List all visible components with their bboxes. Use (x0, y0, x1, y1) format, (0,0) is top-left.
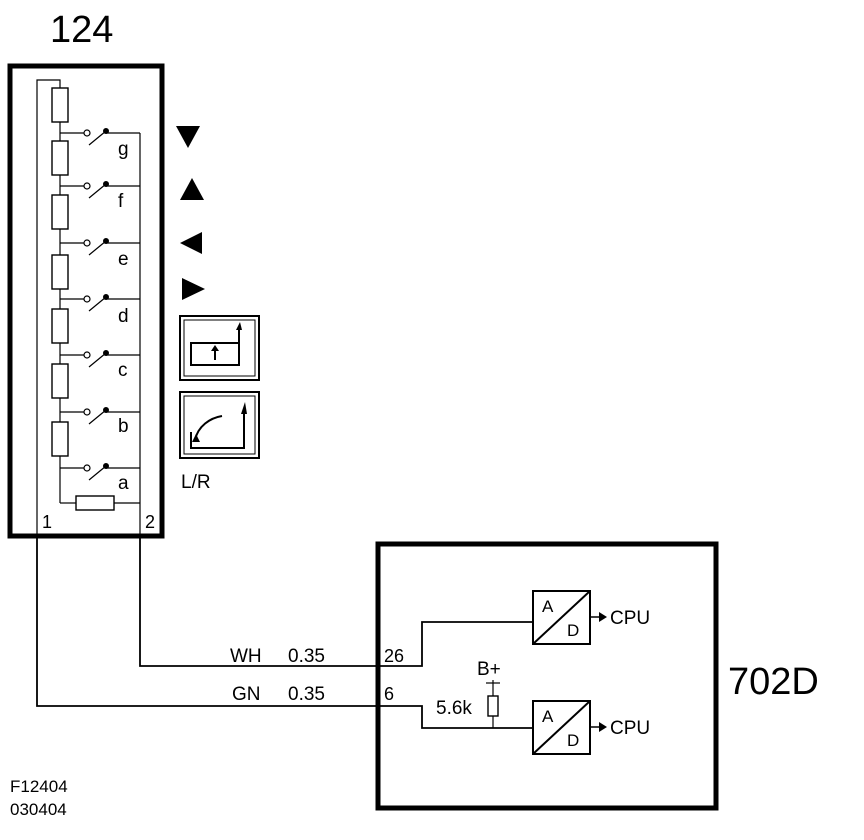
module-pin-26: 26 (384, 646, 404, 666)
ad-converter-bottom (532, 700, 607, 755)
wire-gn (36, 534, 533, 729)
arrow-up-icon (180, 178, 204, 200)
wire-gn-size: 0.35 (288, 684, 325, 705)
left-rail (36, 79, 61, 534)
switch-g (60, 128, 140, 146)
switch-label-g: g (118, 139, 129, 160)
ad-bottom-d: D (567, 731, 579, 750)
module-pin-6: 6 (384, 684, 394, 704)
recall-button-icon (179, 315, 260, 381)
arrow-down-icon (176, 126, 200, 148)
switch-pin-2: 2 (145, 512, 155, 532)
arrow-left-icon (180, 232, 202, 254)
switch-label-a: a (118, 473, 129, 494)
switch-component-box (7, 63, 165, 539)
wire-gn-color: GN (232, 684, 261, 705)
module-component-id: 702D (728, 661, 819, 703)
fold-button-icon (179, 391, 260, 459)
switch-pin-1: 1 (42, 512, 52, 532)
switch-b (60, 407, 140, 425)
figure-id: F12404 (10, 777, 68, 796)
switch-component-id: 124 (50, 9, 113, 51)
switch-c (60, 350, 140, 368)
wire-wh (139, 534, 533, 667)
resistor-value: 5.6k (436, 698, 472, 719)
ad-converter-top (532, 590, 607, 645)
arrow-right-icon (182, 278, 205, 300)
switch-f (60, 181, 140, 199)
ad-top-a: A (542, 597, 554, 616)
switch-label-c: c (118, 360, 128, 381)
wire-wh-size: 0.35 (288, 646, 325, 667)
cpu-label-bottom: CPU (610, 718, 650, 739)
lr-label: L/R (181, 472, 211, 493)
ad-top-d: D (567, 621, 579, 640)
switch-a (60, 463, 140, 481)
resistor-ladder (51, 87, 140, 511)
switch-label-b: b (118, 416, 129, 437)
module-component-box (375, 541, 719, 811)
ad-bottom-a: A (542, 707, 554, 726)
switch-d (60, 294, 140, 312)
wire-wh-color: WH (230, 646, 262, 667)
cpu-label-top: CPU (610, 608, 650, 629)
pullup-resistor (487, 695, 499, 717)
date-code: 030404 (10, 800, 67, 819)
switch-label-d: d (118, 306, 129, 327)
switch-label-e: e (118, 249, 129, 270)
supply-label: B+ (477, 659, 501, 680)
switch-e (60, 238, 140, 256)
switch-label-f: f (118, 191, 124, 212)
